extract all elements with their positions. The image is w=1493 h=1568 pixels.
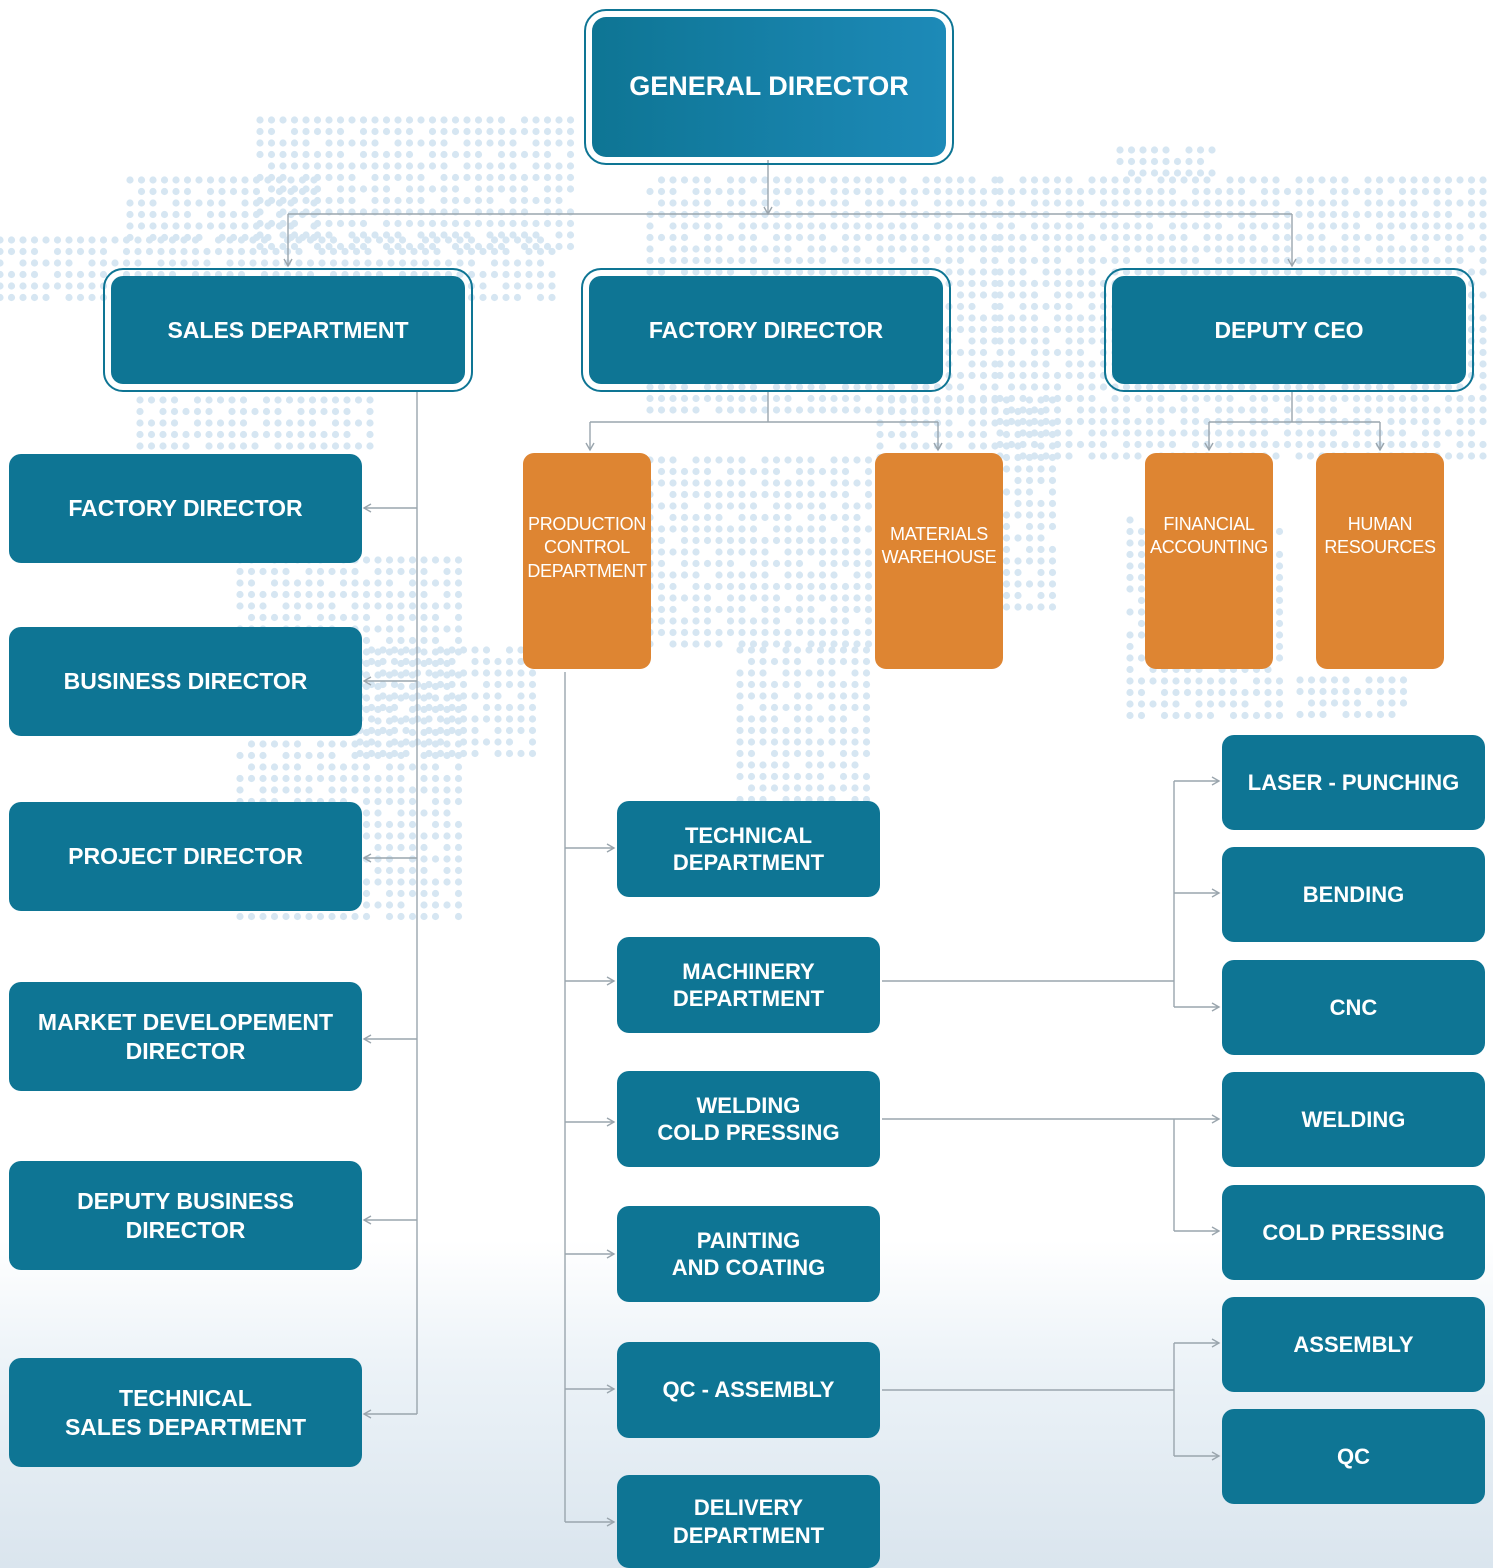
machinery-department-box: MACHINERY DEPARTMENT bbox=[617, 937, 880, 1033]
production-control-department-box: PRODUCTION CONTROL DEPARTMENT bbox=[523, 453, 651, 669]
sales-child-market-development-director: MARKET DEVELOPEMENT DIRECTOR bbox=[9, 982, 362, 1091]
unit-assembly: ASSEMBLY bbox=[1222, 1297, 1485, 1392]
sales-child-factory-director: FACTORY DIRECTOR bbox=[9, 454, 362, 563]
qc-assembly-box: QC - ASSEMBLY bbox=[617, 1342, 880, 1438]
sales-child-technical-sales-department: TECHNICAL SALES DEPARTMENT bbox=[9, 1358, 362, 1467]
sales-child-business-director: BUSINESS DIRECTOR bbox=[9, 627, 362, 736]
human-resources-box: HUMAN RESOURCES bbox=[1316, 453, 1444, 669]
materials-warehouse-box: MATERIALS WAREHOUSE bbox=[875, 453, 1003, 669]
sales-child-project-director: PROJECT DIRECTOR bbox=[9, 802, 362, 911]
sales-child-deputy-business-director: DEPUTY BUSINESS DIRECTOR bbox=[9, 1161, 362, 1270]
deputy-ceo-box: DEPUTY CEO bbox=[1104, 268, 1474, 392]
unit-laser-punching: LASER - PUNCHING bbox=[1222, 735, 1485, 830]
financial-accounting-box: FINANCIAL ACCOUNTING bbox=[1145, 453, 1273, 669]
general-director-box: GENERAL DIRECTOR bbox=[584, 9, 954, 165]
sales-department-box: SALES DEPARTMENT bbox=[103, 268, 473, 392]
delivery-department-box: DELIVERY DEPARTMENT bbox=[617, 1475, 880, 1568]
painting-and-coating-box: PAINTING AND COATING bbox=[617, 1206, 880, 1302]
factory-director-box: FACTORY DIRECTOR bbox=[581, 268, 951, 392]
unit-cnc: CNC bbox=[1222, 960, 1485, 1055]
unit-welding: WELDING bbox=[1222, 1072, 1485, 1167]
unit-qc: QC bbox=[1222, 1409, 1485, 1504]
technical-department-box: TECHNICAL DEPARTMENT bbox=[617, 801, 880, 897]
welding-cold-pressing-box: WELDING COLD PRESSING bbox=[617, 1071, 880, 1167]
unit-cold-pressing: COLD PRESSING bbox=[1222, 1185, 1485, 1280]
unit-bending: BENDING bbox=[1222, 847, 1485, 942]
